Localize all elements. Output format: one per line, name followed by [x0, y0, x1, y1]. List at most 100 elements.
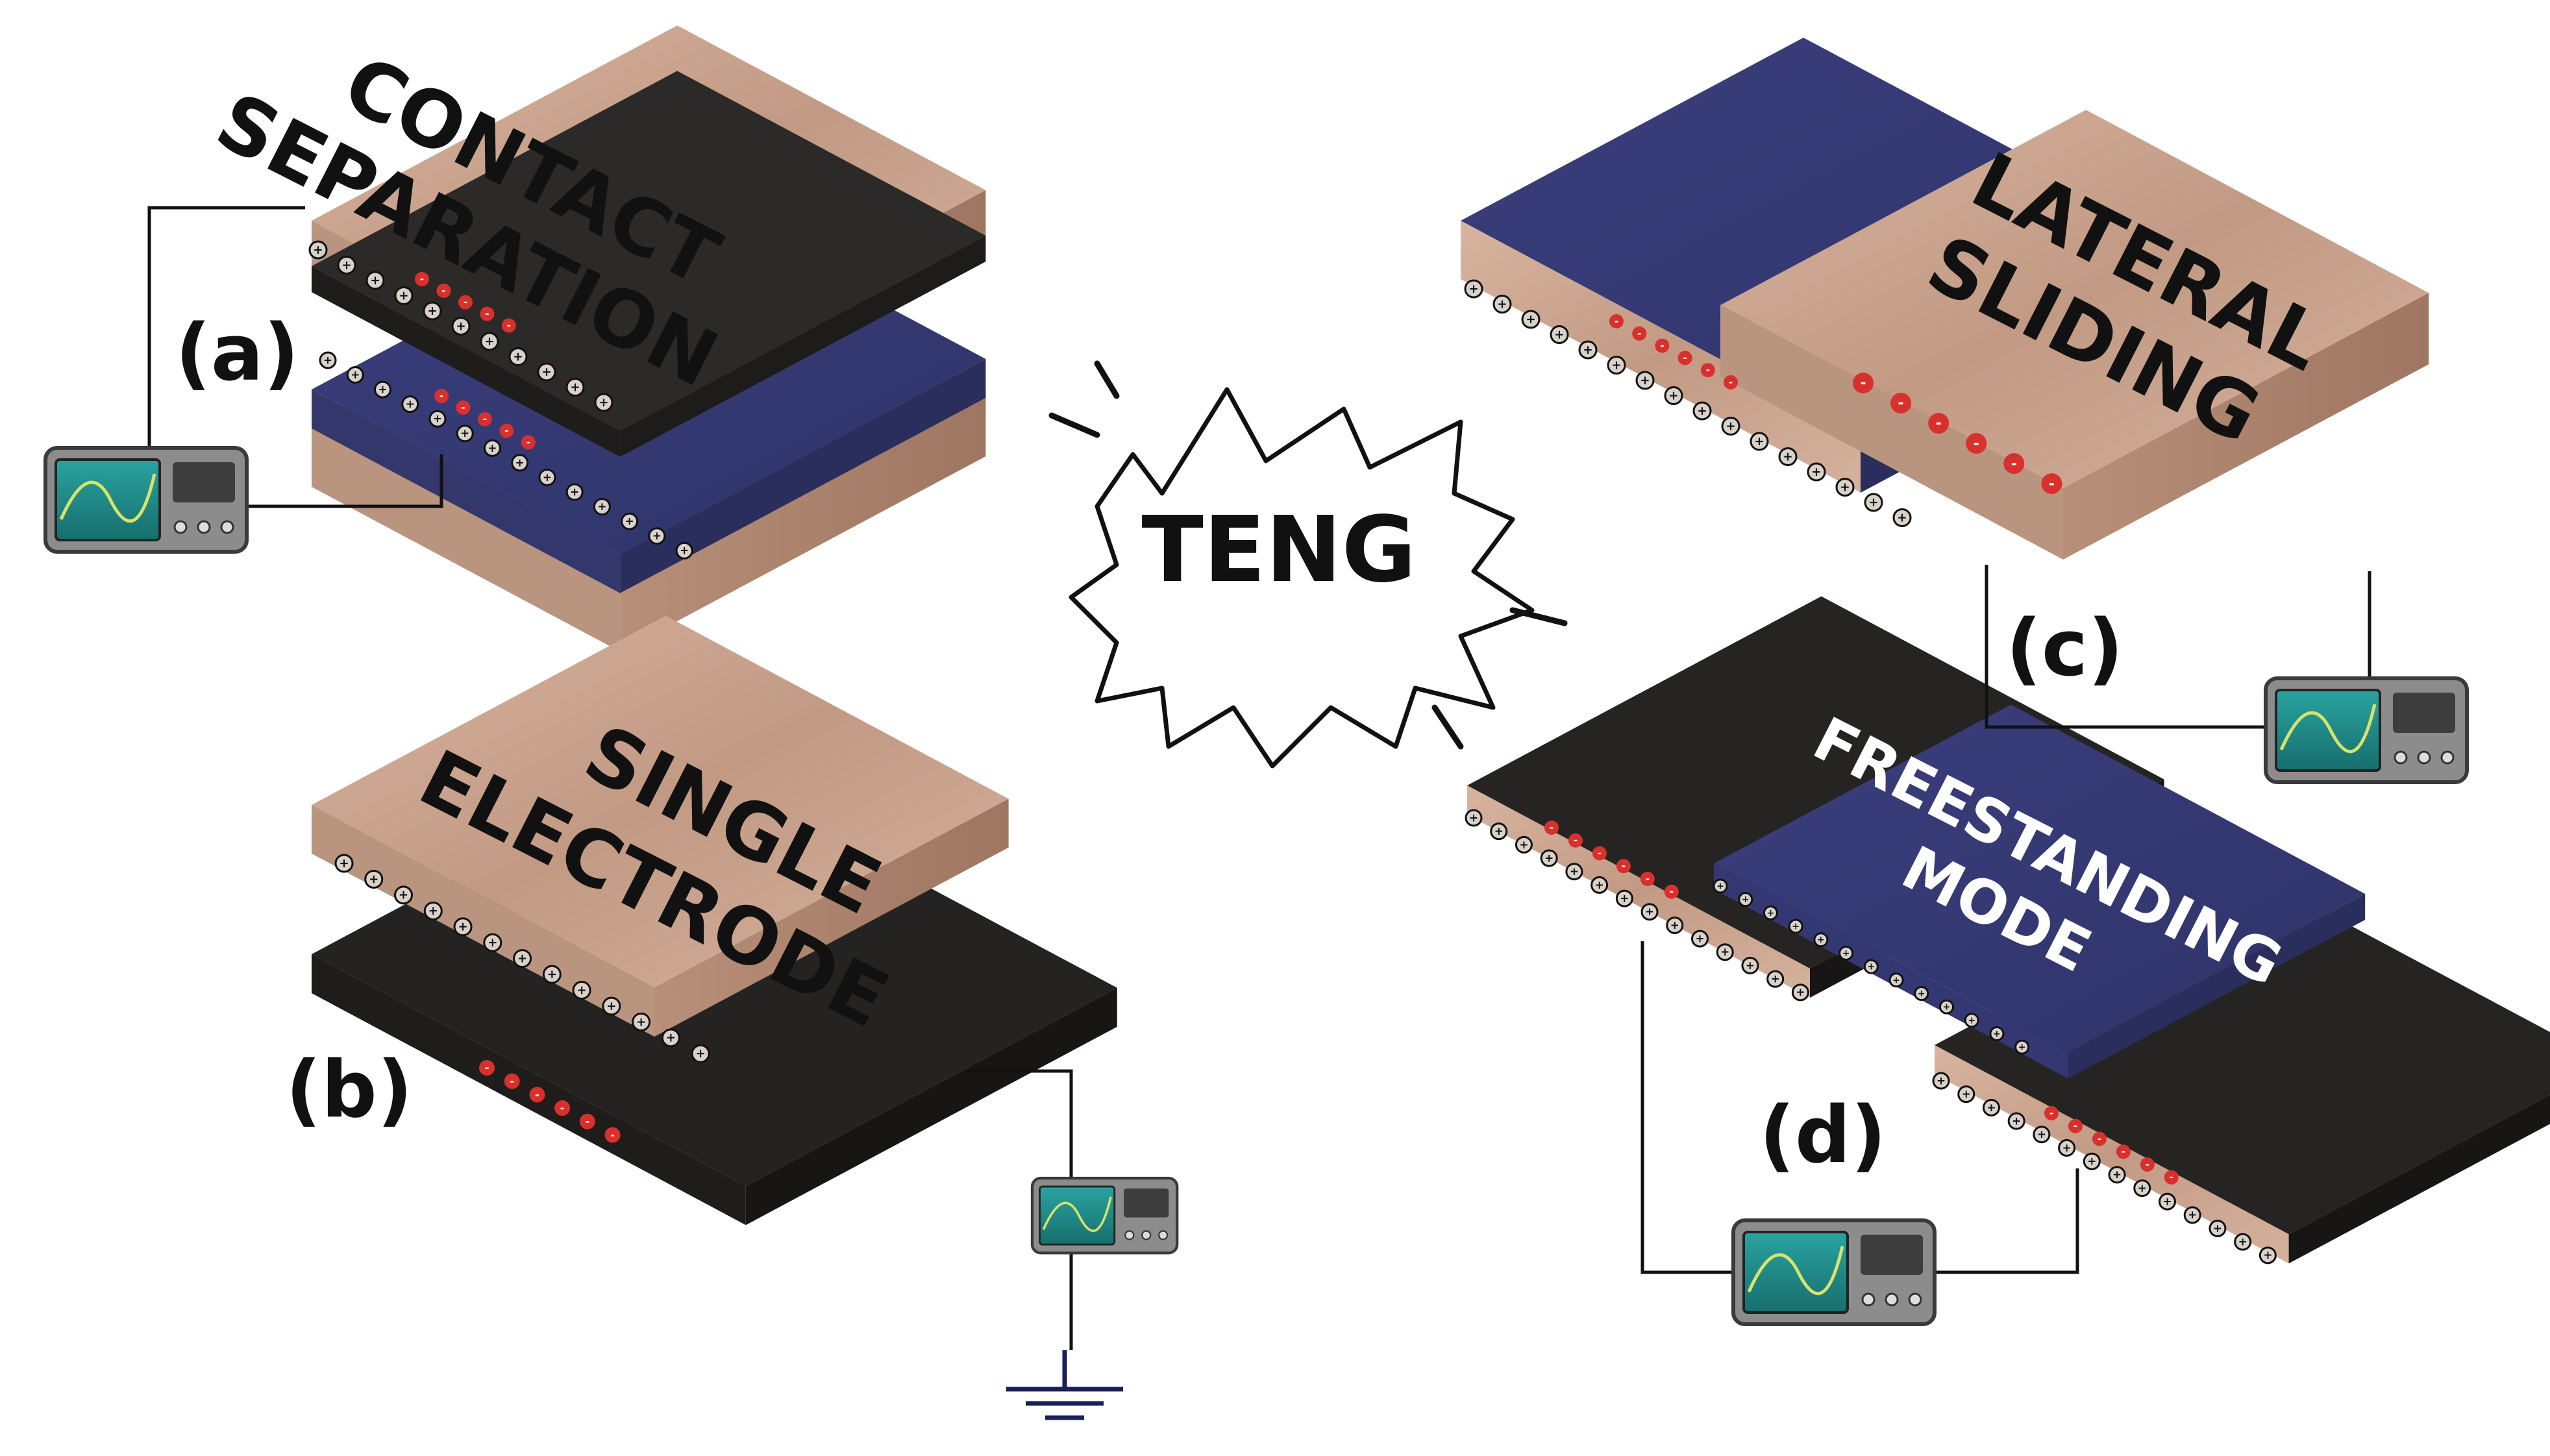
slab-c-copper-front: [1720, 305, 2063, 560]
charge-b-minus-dot: [529, 1087, 545, 1103]
charge-d-minus-left-dot: [1568, 833, 1583, 848]
charge-c-minus-small-text: -: [1706, 364, 1710, 376]
charge-d-plus-left-text: +: [1645, 905, 1654, 918]
charge-b-minus-dot: [504, 1073, 520, 1089]
charge-c-minus-small-text: -: [1637, 328, 1641, 339]
charge-c-plus-ring: [1664, 386, 1683, 405]
charge-c-minus-small: -: [1632, 326, 1647, 341]
charge-b-minus-dot: [579, 1113, 595, 1129]
charge-a-plus-bottom-text: +: [433, 412, 442, 425]
charge-d-plus-right-text: +: [2112, 1168, 2122, 1181]
charge-a-minus-bottom: -: [499, 423, 514, 438]
charge-b-minus-dot: [604, 1127, 621, 1143]
charge-d-plus-right: +: [2007, 1112, 2025, 1130]
charge-d-plus-blue-ring: [1989, 1026, 2005, 1041]
charge-c-minus-small-dot: [1632, 326, 1647, 341]
charge-b-plus-text: +: [339, 857, 349, 870]
charge-b-minus-dot: [554, 1100, 571, 1117]
charge-a-plus-bottom-text: +: [488, 441, 497, 454]
charge-c-minus-large: -: [1853, 373, 1874, 393]
charge-a-plus-bottom: +: [319, 351, 337, 369]
charge-a-plus-top: +: [508, 347, 528, 366]
slab-d-blue-top: [1714, 704, 2366, 1053]
charge-d-plus-blue-ring: [1914, 985, 1929, 1001]
charge-d-plus-right-ring: [2234, 1233, 2252, 1251]
charge-c-plus: +: [1550, 325, 1569, 344]
charge-d-minus-right: -: [2116, 1144, 2131, 1159]
charge-d-plus-left-text: +: [1595, 878, 1604, 891]
charge-d-plus-left: +: [1741, 956, 1759, 974]
charge-d-plus-left: +: [1540, 849, 1558, 867]
charge-b-plus: +: [602, 996, 621, 1016]
charge-d-plus-right-ring: [2158, 1192, 2176, 1211]
charge-d-minus-left-dot: [1544, 821, 1559, 835]
charge-b-minus-text: -: [610, 1128, 615, 1141]
charge-a-plus-top: +: [451, 317, 471, 336]
charge-d-plus-right: +: [2183, 1206, 2201, 1224]
charge-a-plus-top-ring: [537, 362, 556, 382]
charge-a-plus-bottom-ring: [346, 366, 364, 384]
charge-c-plus-text: +: [1668, 389, 1678, 402]
charge-a-plus-bottom: +: [538, 468, 556, 486]
charge-b-plus-ring: [364, 869, 384, 889]
charge-d-plus-left: +: [1465, 809, 1483, 827]
charge-d-plus-right-ring: [2033, 1126, 2051, 1144]
charge-a-minus-top: -: [415, 272, 429, 286]
charge-d-plus-left-text: +: [1720, 945, 1729, 958]
slab-a-blue-front: [312, 389, 621, 593]
charge-a-plus-top: +: [337, 256, 356, 275]
charge-a-plus-top: +: [480, 332, 499, 351]
charge-a-minus-top-dot: [415, 272, 429, 286]
charge-c-plus-ring: [1492, 295, 1512, 314]
charge-d-minus-right-text: -: [2170, 1172, 2173, 1183]
charge-a-plus-bottom-text: +: [460, 426, 469, 439]
oscilloscope-icon: [45, 448, 247, 552]
charge-a-plus-top-text: +: [313, 243, 323, 257]
charge-c-plus-ring: [1521, 310, 1541, 329]
charge-d-plus-left-text: +: [1620, 891, 1629, 904]
charge-c-plus: +: [1492, 295, 1512, 314]
circuit-wires: [147, 206, 2371, 1350]
charge-c-minus-large: -: [2041, 473, 2062, 495]
charge-c-plus: +: [1721, 417, 1740, 436]
charge-c-minus-small-text: -: [1683, 352, 1687, 364]
charge-d-plus-left-ring: [1741, 956, 1759, 974]
charge-c-minus-small-dot: [1724, 375, 1738, 389]
charge-c-minus-large: -: [2003, 453, 2025, 475]
charge-d-plus-right-text: +: [2162, 1195, 2172, 1208]
charge-c-plus: +: [1607, 356, 1626, 375]
charge-d-plus-right-ring: [2083, 1152, 2101, 1170]
charge-d-plus-right: +: [2209, 1219, 2227, 1237]
charge-a-minus-bottom-text: -: [461, 402, 465, 413]
charge-a-plus-top-text: +: [341, 258, 351, 272]
charge-d-plus-blue-ring: [2014, 1039, 2030, 1055]
charge-d-plus-blue: +: [1838, 945, 1854, 961]
charge-b-plus-text: +: [695, 1047, 705, 1061]
charge-c-plus-ring: [1892, 508, 1912, 527]
charge-d-minus-right-text: -: [2049, 1107, 2053, 1119]
charge-d-minus-right-dot: [2116, 1144, 2131, 1159]
charge-b-minus: -: [604, 1127, 621, 1143]
charge-b-minus-text: -: [535, 1088, 539, 1101]
charge-c-minus-large-text: -: [1936, 415, 1942, 432]
charge-c-plus: +: [1521, 310, 1541, 329]
charge-d-plus-blue: +: [1863, 959, 1879, 974]
charge-a-plus-bottom: +: [648, 527, 666, 545]
charge-b-plus-text: +: [458, 920, 467, 934]
slab-d-blue-side: [2068, 894, 2366, 1079]
charge-a-plus-bottom-ring: [565, 483, 584, 501]
charge-c-plus-text: +: [1640, 374, 1650, 388]
charge-a-plus-bottom-text: +: [652, 529, 662, 542]
charge-b-plus-text: +: [399, 889, 408, 902]
charge-d-minus-right-text: -: [2098, 1133, 2101, 1144]
charge-c-plus-text: +: [1526, 313, 1535, 327]
charge-a-minus-top-text: -: [507, 319, 511, 331]
charge-b-plus: +: [691, 1044, 710, 1063]
charge-d-plus-blue-text: +: [1968, 1015, 1975, 1026]
slab-a-black-side: [620, 236, 986, 457]
charge-d-plus-right-text: +: [2087, 1154, 2096, 1167]
charge-d-plus-left-text: +: [1746, 959, 1755, 972]
charge-a-plus-bottom-text: +: [680, 544, 689, 557]
charge-d-plus-right-ring: [2133, 1179, 2151, 1197]
